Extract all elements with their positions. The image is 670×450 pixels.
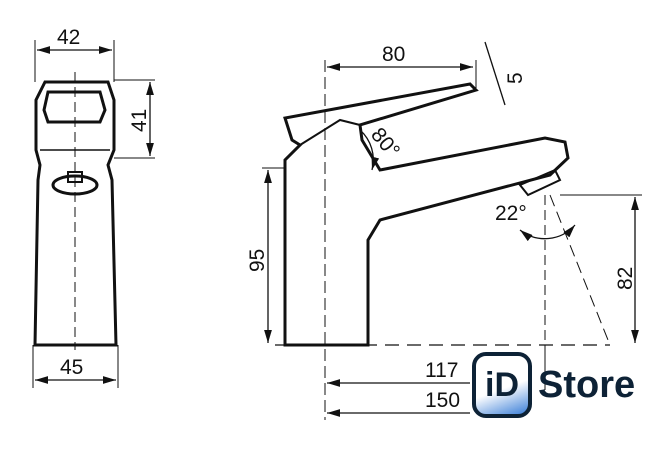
front-view xyxy=(32,40,155,388)
dim-spout-angle: 22° xyxy=(495,202,527,225)
dim-front-top-width: 42 xyxy=(57,26,80,49)
logo-name: Store xyxy=(538,363,636,406)
dim-front-base-width: 45 xyxy=(60,356,83,379)
side-view xyxy=(262,41,642,420)
dim-lever-length: 80 xyxy=(382,43,405,66)
dim-body-height: 95 xyxy=(246,249,269,272)
logo-mark: iD xyxy=(472,352,532,418)
dim-front-lever-height: 41 xyxy=(128,109,151,132)
dim-spout-height: 82 xyxy=(614,267,637,290)
dim-lever-offset: 5 xyxy=(504,72,527,84)
dim-total-length: 150 xyxy=(425,389,460,412)
dim-spout-reach: 117 xyxy=(425,359,458,382)
idstore-logo: iD Store xyxy=(472,352,635,418)
